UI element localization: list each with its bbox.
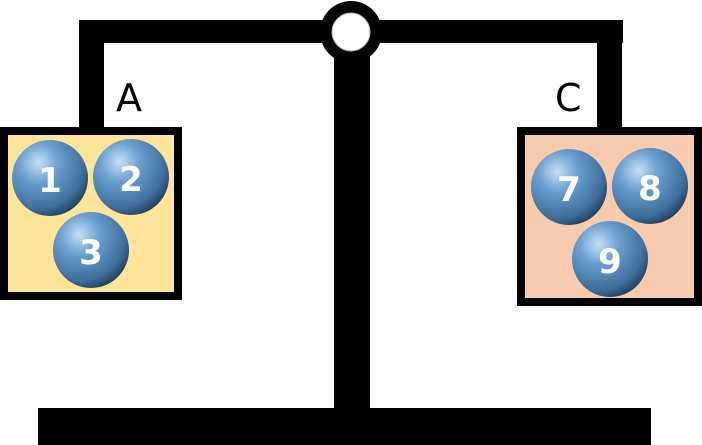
svg-text:7: 7 bbox=[557, 170, 581, 210]
ball-1: 1 bbox=[12, 140, 88, 216]
ball-7: 7 bbox=[531, 149, 607, 225]
scale-base-full bbox=[50, 408, 651, 445]
pivot-inner bbox=[331, 12, 371, 52]
svg-text:8: 8 bbox=[638, 169, 662, 209]
hanger-right bbox=[597, 20, 622, 130]
svg-text:1: 1 bbox=[38, 161, 62, 201]
svg-text:3: 3 bbox=[79, 233, 103, 273]
pan-label-c: C bbox=[555, 76, 582, 120]
ball-2: 2 bbox=[93, 139, 169, 215]
hanger-left bbox=[79, 20, 104, 130]
ball-8: 8 bbox=[612, 148, 688, 224]
svg-text:9: 9 bbox=[598, 242, 622, 282]
pan-label-a: A bbox=[116, 76, 142, 120]
ball-9: 9 bbox=[572, 221, 648, 297]
scale-post bbox=[334, 40, 370, 410]
svg-text:2: 2 bbox=[119, 160, 143, 200]
ball-3: 3 bbox=[53, 212, 129, 288]
